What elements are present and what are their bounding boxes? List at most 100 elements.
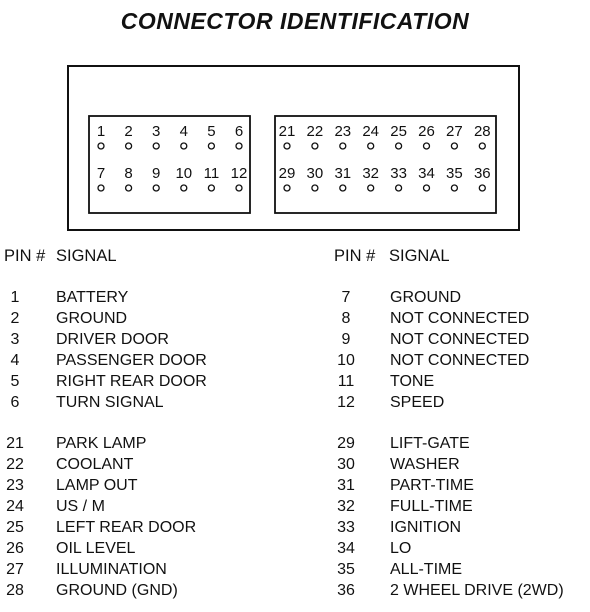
left-pin-number: 22	[6, 456, 24, 473]
right-pin-number: 10	[337, 352, 355, 369]
pin-hole-5	[207, 142, 216, 150]
pin-label-21: 21	[279, 123, 296, 140]
pin-label-22: 22	[307, 123, 324, 140]
pin-hole-8	[124, 184, 133, 192]
pin-hole-3	[152, 142, 160, 150]
right-pin-header: PIN #	[334, 247, 376, 265]
pin-hole-31	[339, 184, 347, 192]
right-pin-number: 8	[341, 310, 351, 327]
pin-label-34: 34	[418, 165, 435, 182]
pin-label-32: 32	[362, 165, 379, 182]
right-signal-name: WASHER	[390, 456, 460, 473]
left-pin-number: 1	[10, 289, 20, 306]
pin-label-4: 4	[180, 123, 188, 140]
pin-label-9: 9	[152, 165, 160, 182]
pin-label-2: 2	[124, 123, 132, 140]
pin-label-5: 5	[207, 123, 215, 140]
pin-hole-21	[283, 142, 291, 150]
left-pin-number: 25	[6, 519, 24, 536]
pin-hole-11	[207, 184, 216, 192]
left-signal-name: TURN SIGNAL	[56, 394, 164, 411]
pin-label-30: 30	[307, 165, 324, 182]
left-pin-number: 4	[10, 352, 20, 369]
pin-label-8: 8	[124, 165, 132, 182]
right-pin-number: 7	[341, 289, 351, 306]
pin-label-23: 23	[334, 123, 351, 140]
left-signal-name: COOLANT	[56, 456, 134, 473]
pin-hole-29	[283, 184, 291, 192]
pin-label-12: 12	[231, 165, 248, 182]
left-pin-number: 26	[6, 540, 24, 557]
pin-hole-23	[339, 142, 347, 150]
pin-label-1: 1	[97, 123, 105, 140]
right-pin-number: 9	[341, 331, 351, 348]
left-signal-name: ILLUMINATION	[56, 561, 167, 578]
pin-hole-33	[394, 184, 403, 192]
left-pin-number: 6	[10, 394, 20, 411]
right-signal-name: NOT CONNECTED	[390, 331, 530, 348]
pin-label-36: 36	[474, 165, 491, 182]
right-pin-number: 35	[337, 561, 355, 578]
pin-hole-7	[97, 184, 105, 192]
pin-hole-1	[97, 142, 105, 150]
connector-housing	[67, 65, 520, 231]
right-pin-number: 32	[337, 498, 355, 515]
pin-hole-24	[367, 142, 375, 150]
left-signal-header: SIGNAL	[56, 247, 117, 265]
pin-label-26: 26	[418, 123, 435, 140]
right-pin-block	[274, 115, 497, 214]
right-signal-name: IGNITION	[390, 519, 462, 536]
left-signal-name: LAMP OUT	[56, 477, 138, 494]
right-signal-name: NOT CONNECTED	[390, 352, 530, 369]
right-signal-name: LO	[390, 540, 412, 557]
right-pin-number: 29	[337, 435, 355, 452]
pin-hole-12	[235, 184, 243, 192]
right-signal-name: FULL-TIME	[390, 498, 473, 515]
right-signal-name: PART-TIME	[390, 477, 474, 494]
right-signal-name: SPEED	[390, 394, 445, 411]
pin-hole-6	[235, 142, 243, 150]
pin-hole-4	[180, 142, 188, 150]
pin-hole-22	[311, 142, 319, 150]
right-signal-name: LIFT-GATE	[390, 435, 470, 452]
pin-label-29: 29	[279, 165, 296, 182]
right-signal-name: TONE	[390, 373, 435, 390]
left-pin-number: 28	[6, 582, 24, 599]
pin-hole-2	[124, 142, 133, 150]
left-signal-name: PASSENGER DOOR	[56, 352, 207, 369]
left-signal-name: GROUND (GND)	[56, 582, 178, 599]
pin-label-25: 25	[390, 123, 407, 140]
left-signal-name: OIL LEVEL	[56, 540, 136, 557]
pin-hole-35	[450, 184, 459, 192]
pin-label-27: 27	[446, 123, 463, 140]
left-signal-name: PARK LAMP	[56, 435, 147, 452]
left-pin-block	[88, 115, 251, 214]
pin-label-10: 10	[175, 165, 192, 182]
right-pin-number: 36	[337, 582, 355, 599]
right-pin-number: 33	[337, 519, 355, 536]
right-signal-header: SIGNAL	[389, 247, 450, 265]
page-title: CONNECTOR IDENTIFICATION	[120, 8, 470, 34]
pin-label-7: 7	[97, 165, 105, 182]
left-pin-number: 23	[6, 477, 24, 494]
pin-label-24: 24	[362, 123, 379, 140]
pin-hole-27	[450, 142, 459, 150]
pin-label-33: 33	[390, 165, 407, 182]
pin-hole-26	[422, 142, 431, 150]
left-pin-header: PIN #	[4, 247, 46, 265]
pin-hole-9	[152, 184, 160, 192]
pin-hole-10	[180, 184, 188, 192]
pin-hole-32	[367, 184, 375, 192]
pin-hole-25	[394, 142, 403, 150]
right-pin-number: 30	[337, 456, 355, 473]
left-signal-name: DRIVER DOOR	[56, 331, 169, 348]
left-pin-number: 21	[6, 435, 24, 452]
right-signal-name: 2 WHEEL DRIVE (2WD)	[390, 582, 564, 599]
pin-hole-30	[311, 184, 319, 192]
pin-hole-34	[422, 184, 431, 192]
left-signal-name: LEFT REAR DOOR	[56, 519, 197, 536]
left-signal-name: GROUND	[56, 310, 128, 327]
right-pin-number: 11	[337, 373, 355, 390]
pin-label-6: 6	[235, 123, 243, 140]
